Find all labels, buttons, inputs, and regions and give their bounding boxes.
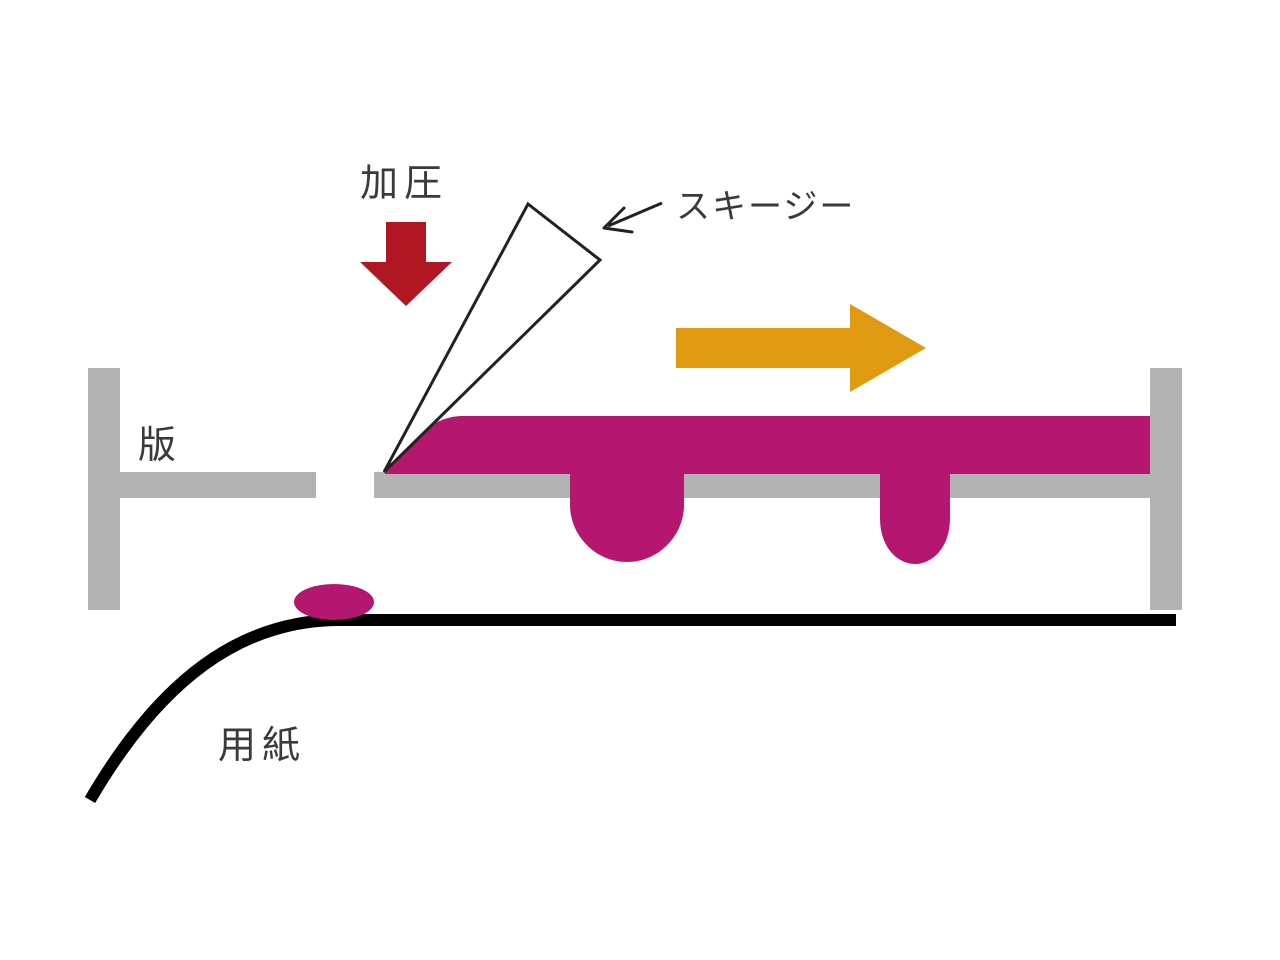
ink-drop-large bbox=[570, 470, 684, 562]
ink-drop-small bbox=[880, 470, 950, 564]
paper-label: 用紙 bbox=[218, 723, 306, 767]
ink-layer bbox=[385, 416, 1150, 564]
plate-right-mesh bbox=[374, 472, 1164, 498]
plate-left-mesh bbox=[88, 472, 316, 498]
paper-sheet bbox=[84, 614, 1176, 804]
squeegee bbox=[382, 201, 603, 474]
ink-bar bbox=[385, 416, 1150, 474]
plate-label: 版 bbox=[138, 423, 182, 467]
printed-ink-dot bbox=[294, 584, 374, 620]
pressure-arrow-down-icon bbox=[360, 222, 452, 306]
direction-arrow-right-icon bbox=[676, 304, 926, 392]
squeegee-label: スキージー bbox=[676, 187, 855, 227]
squeegee-pointer-arrow-icon bbox=[602, 201, 663, 234]
pressure-label: 加圧 bbox=[360, 161, 448, 205]
plate-frame bbox=[88, 368, 1182, 610]
